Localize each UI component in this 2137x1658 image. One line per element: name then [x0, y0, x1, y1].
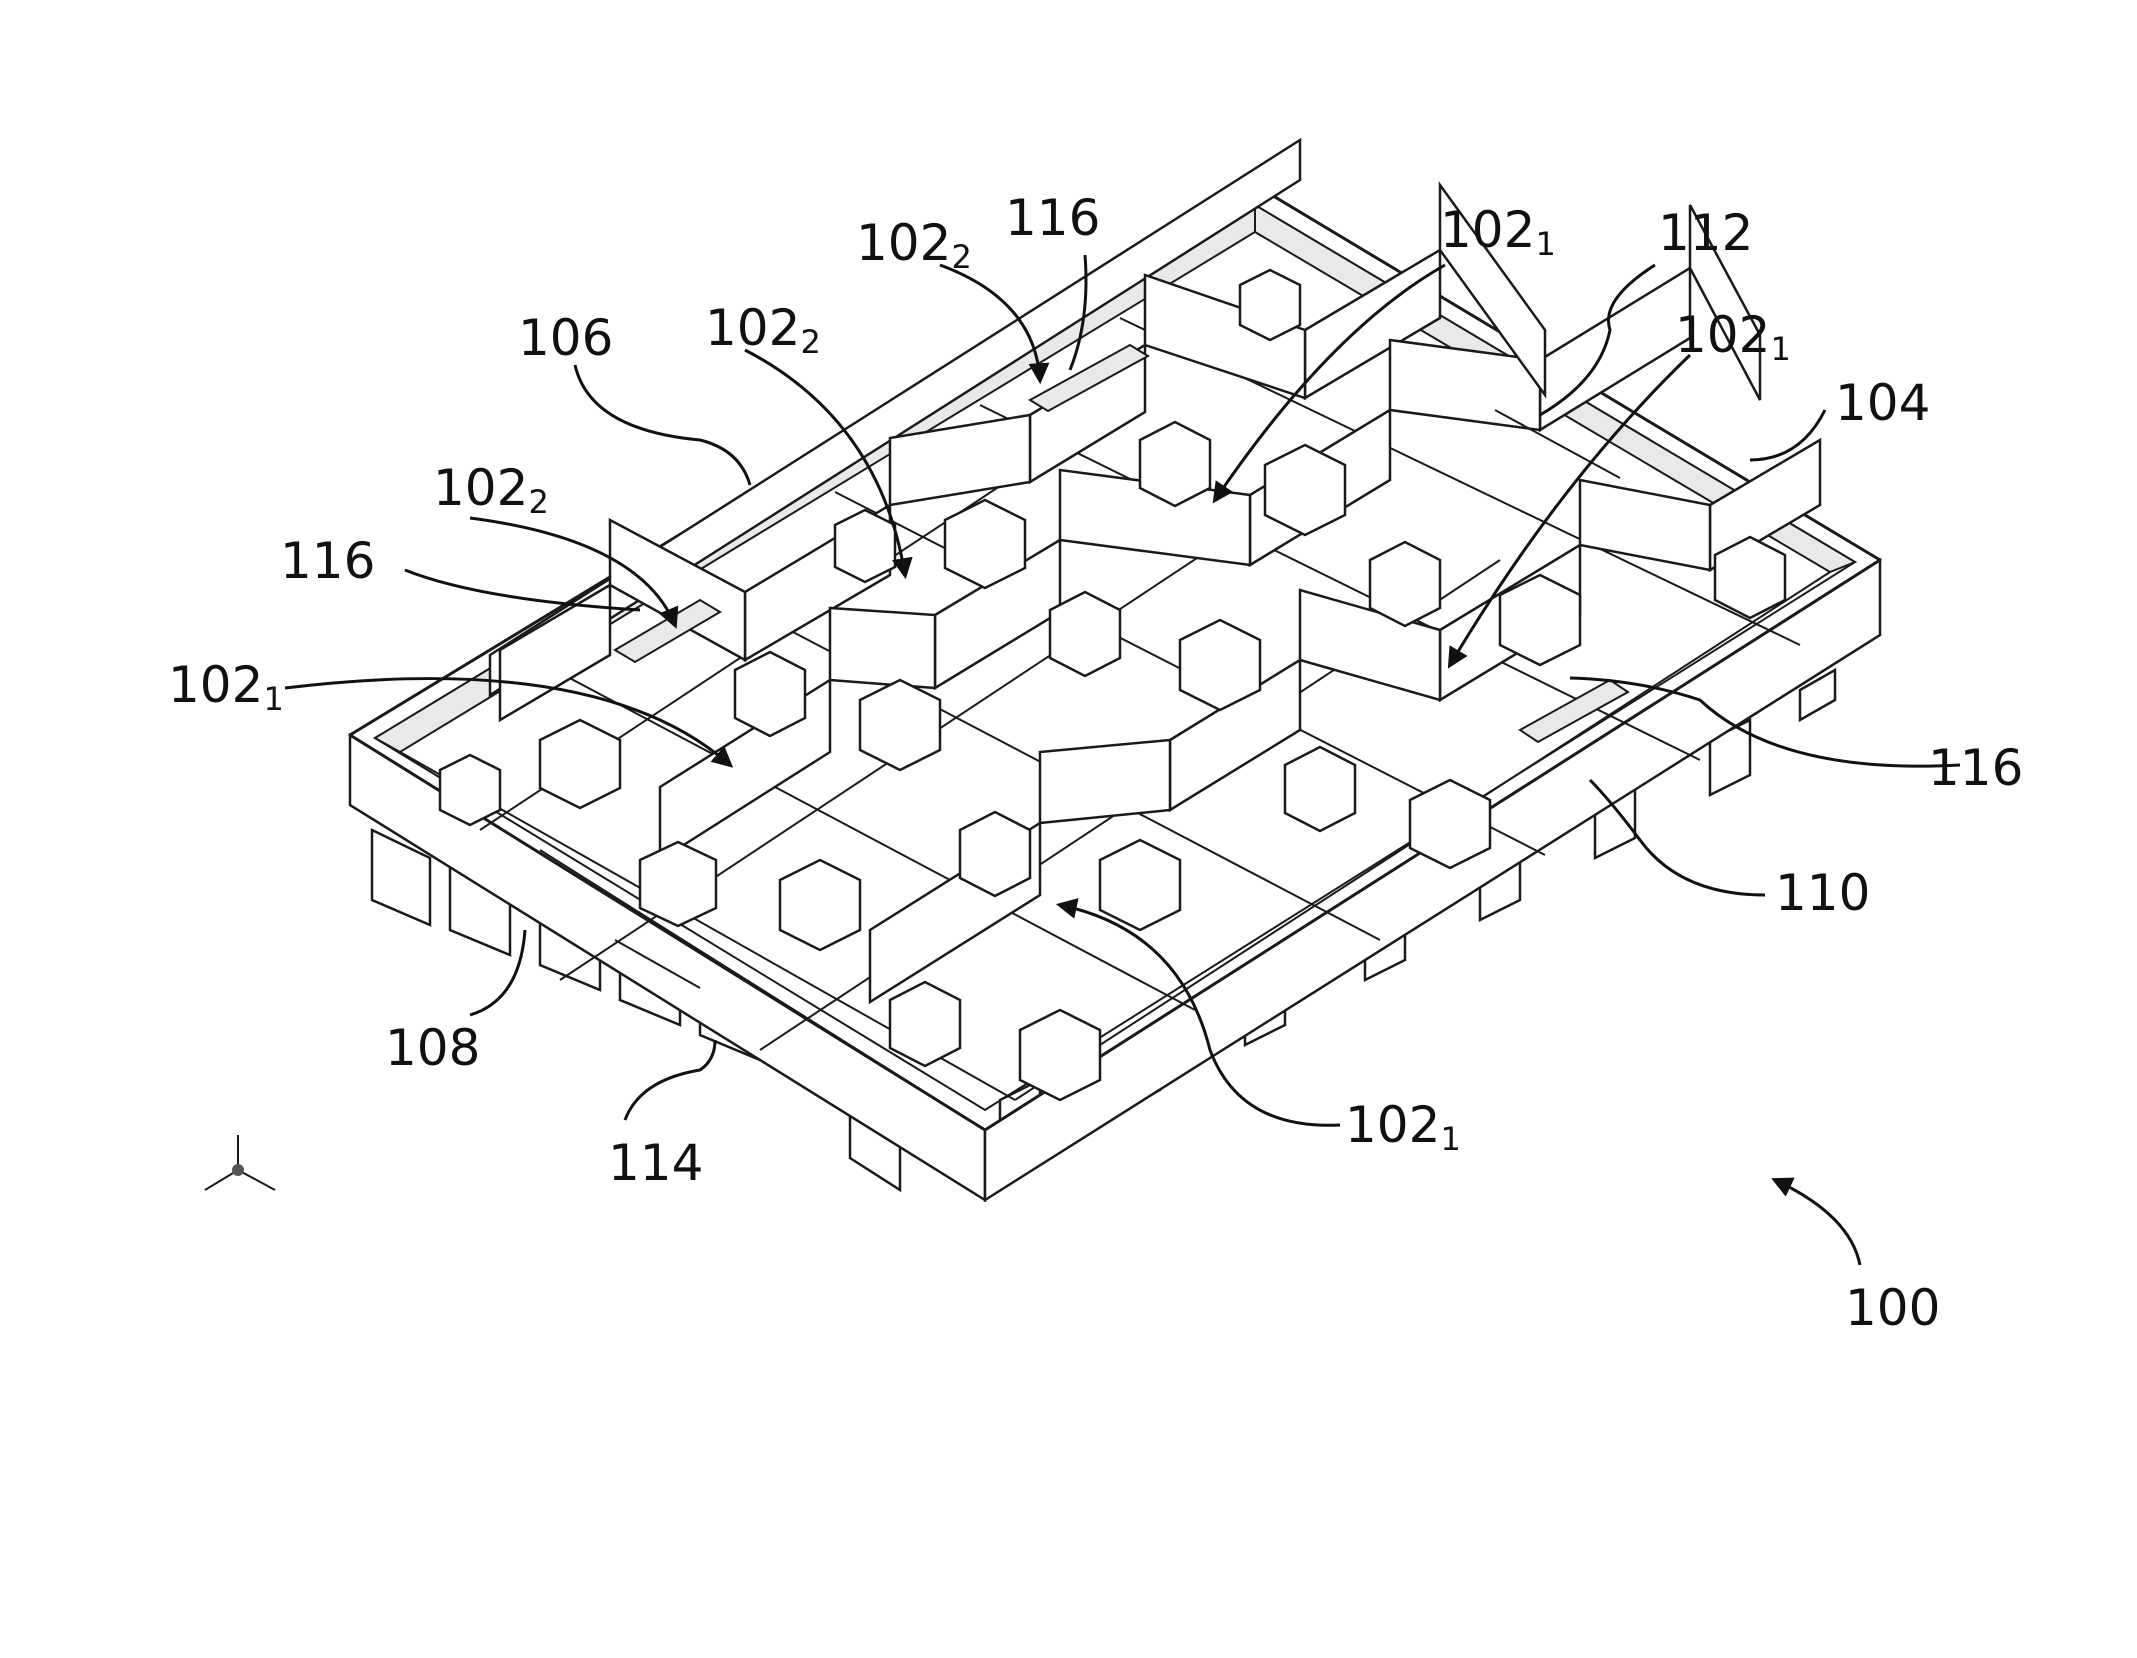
label-102-1-top: 1021 — [1440, 201, 1556, 263]
label-114: 114 — [608, 1134, 703, 1192]
label-100: 100 — [1845, 1279, 1940, 1337]
label-116-left: 116 — [280, 532, 375, 590]
label-112: 112 — [1658, 204, 1753, 262]
label-102-2-mid: 1022 — [705, 299, 821, 361]
label-102-1-bottom: 1021 — [1345, 1096, 1461, 1158]
label-116-top: 116 — [1005, 189, 1100, 247]
label-116-right: 116 — [1928, 739, 2023, 797]
label-102-2-top: 1022 — [856, 214, 972, 276]
label-104: 104 — [1835, 374, 1930, 432]
label-108: 108 — [385, 1019, 480, 1077]
label-102-1-left: 1021 — [168, 656, 284, 718]
label-102-1-right: 1021 — [1675, 306, 1791, 368]
label-106: 106 — [518, 309, 613, 367]
label-110: 110 — [1775, 864, 1870, 922]
label-102-2-left: 1022 — [433, 459, 549, 521]
axis-symbol-icon — [205, 1135, 275, 1190]
